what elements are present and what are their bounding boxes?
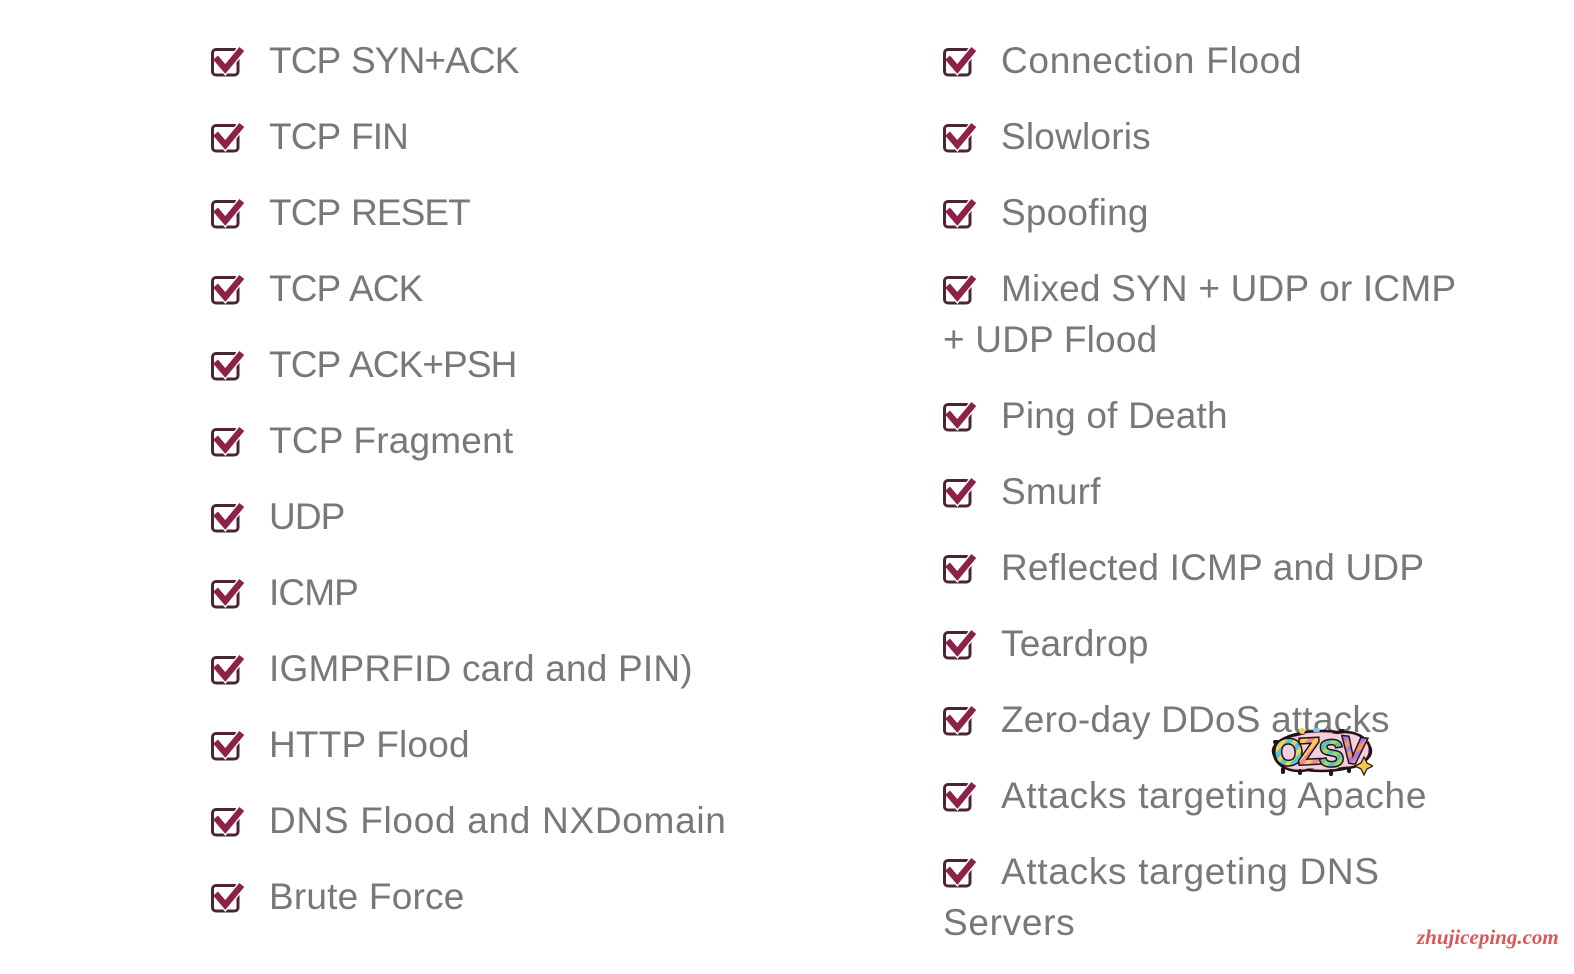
svg-text:Z: Z (1297, 730, 1321, 772)
svg-text:O: O (1273, 731, 1304, 774)
svg-text:S: S (1318, 733, 1343, 775)
